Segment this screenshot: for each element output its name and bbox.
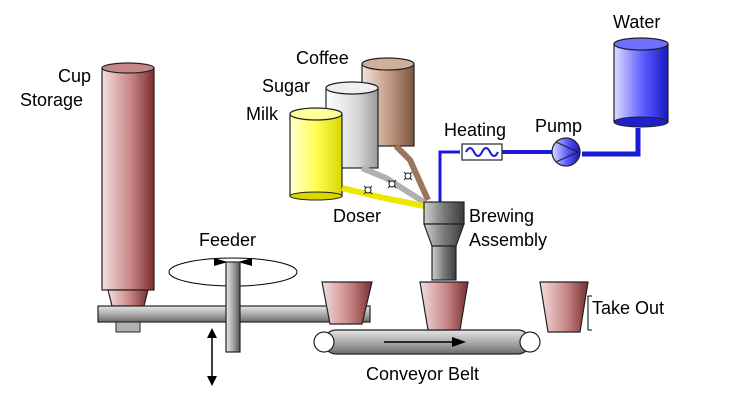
feeder-plate [97,261,371,353]
brewing-assembly [423,201,465,281]
vertical-motion-arrow [207,328,217,386]
sugar-label: Sugar [262,76,311,96]
take-out-label: Take Out [592,298,665,318]
water-tank [613,37,669,128]
doser-pipes [341,143,431,209]
conveyor-belt [313,329,541,355]
doser-label: Doser [333,206,382,226]
water-pipe [435,128,641,206]
pump [551,137,581,167]
conveyor-belt-label: Conveyor Belt [366,364,480,384]
cup-on-feeder [321,281,373,325]
cup-storage-label-line2: Storage [20,90,84,110]
milk-label: Milk [246,104,278,124]
cup-under-brewer [419,281,469,331]
pump-label: Pump [535,116,583,136]
brewing-assembly-label-line2: Assembly [469,230,548,250]
cup-storage-label-line1: Cup [58,66,92,86]
milk-container [289,107,343,201]
heater [461,143,503,161]
heating-label: Heating [444,120,507,140]
brewing-assembly-label-line1: Brewing [469,206,535,226]
feeder-label: Feeder [199,230,257,250]
take-out-cup [539,281,592,333]
water-label: Water [613,12,661,32]
coffee-label: Coffee [296,48,349,68]
cup-storage-tube [101,62,155,307]
